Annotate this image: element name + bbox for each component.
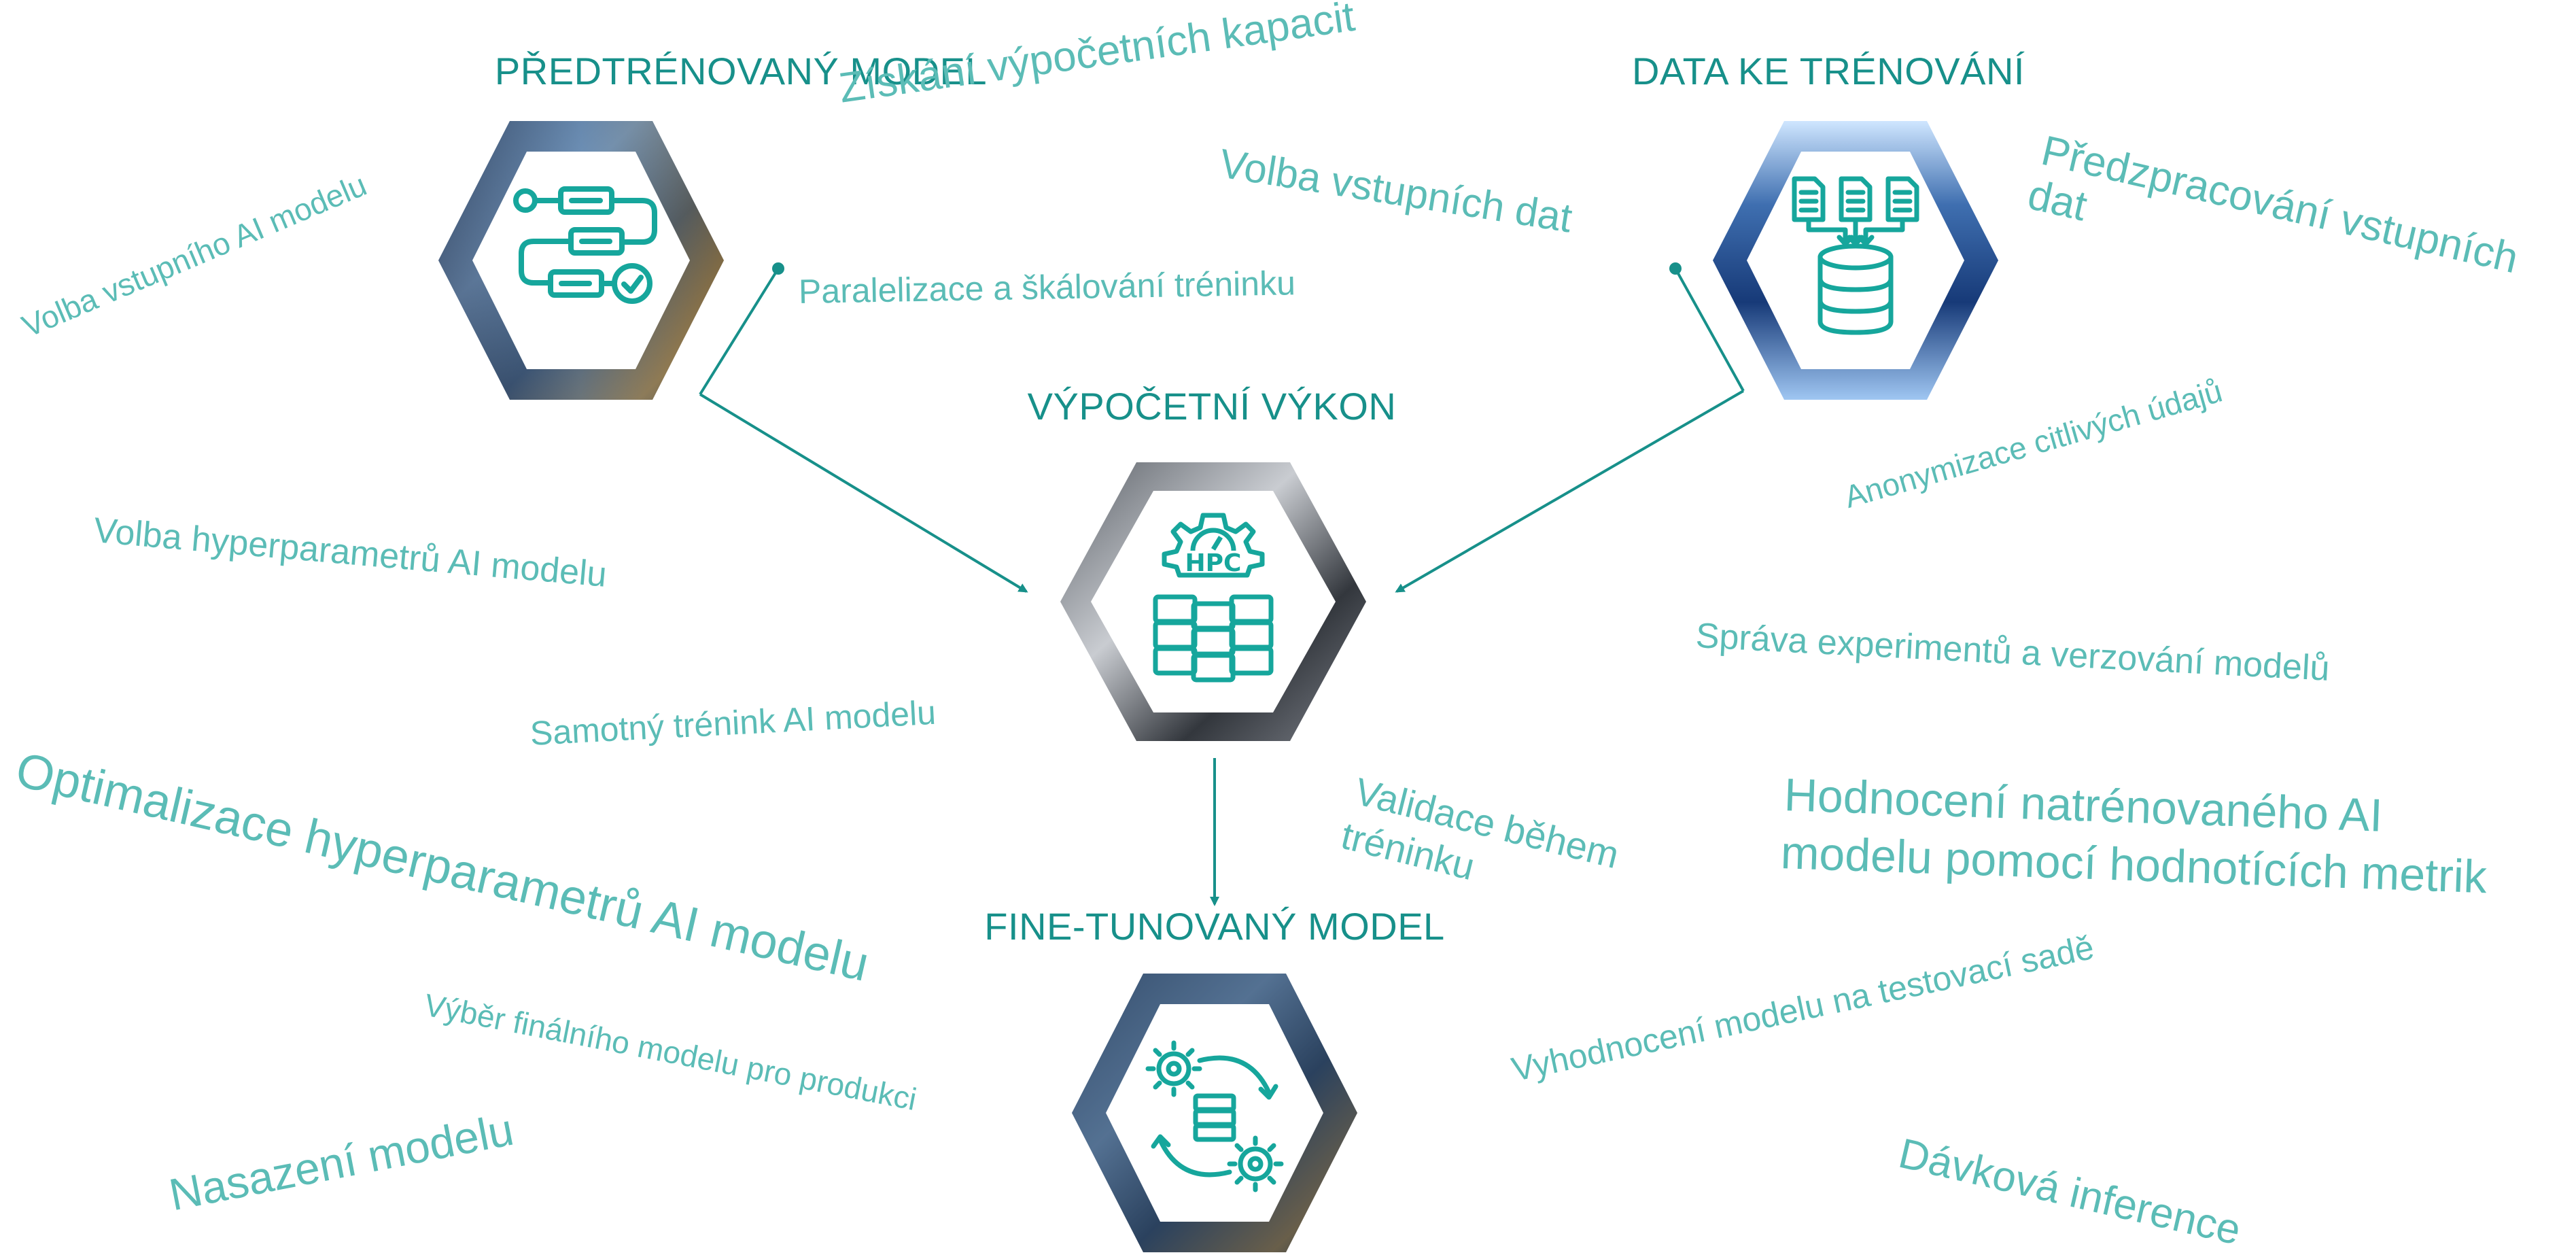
- finetuned-model-title: FINE-TUNOVANÝ MODEL: [984, 905, 1445, 948]
- workflow-checklist-icon: [513, 186, 657, 304]
- hpc-server-icon: HPC: [1153, 513, 1274, 683]
- training-data-title: DATA KE TRÉNOVÁNÍ: [1632, 50, 2025, 92]
- finetuned-model-node: [1072, 974, 1357, 1252]
- training-data-node: [1713, 121, 1998, 400]
- connector-data-to-compute: [1395, 262, 1745, 593]
- pretrained-model-title: PŘEDTRÉNOVANÝ MODEL: [494, 50, 988, 92]
- compute-power-title: VÝPOČETNÍ VÝKON: [1027, 385, 1397, 428]
- documents-database-icon: [1792, 176, 1919, 335]
- server-gears-cycle-icon: [1145, 1040, 1284, 1192]
- pretrained-model-node: [438, 121, 724, 400]
- compute-power-node: HPC: [1060, 462, 1366, 741]
- svg-text:HPC: HPC: [1185, 549, 1242, 577]
- connector-pretrained-to-compute: [699, 262, 1028, 593]
